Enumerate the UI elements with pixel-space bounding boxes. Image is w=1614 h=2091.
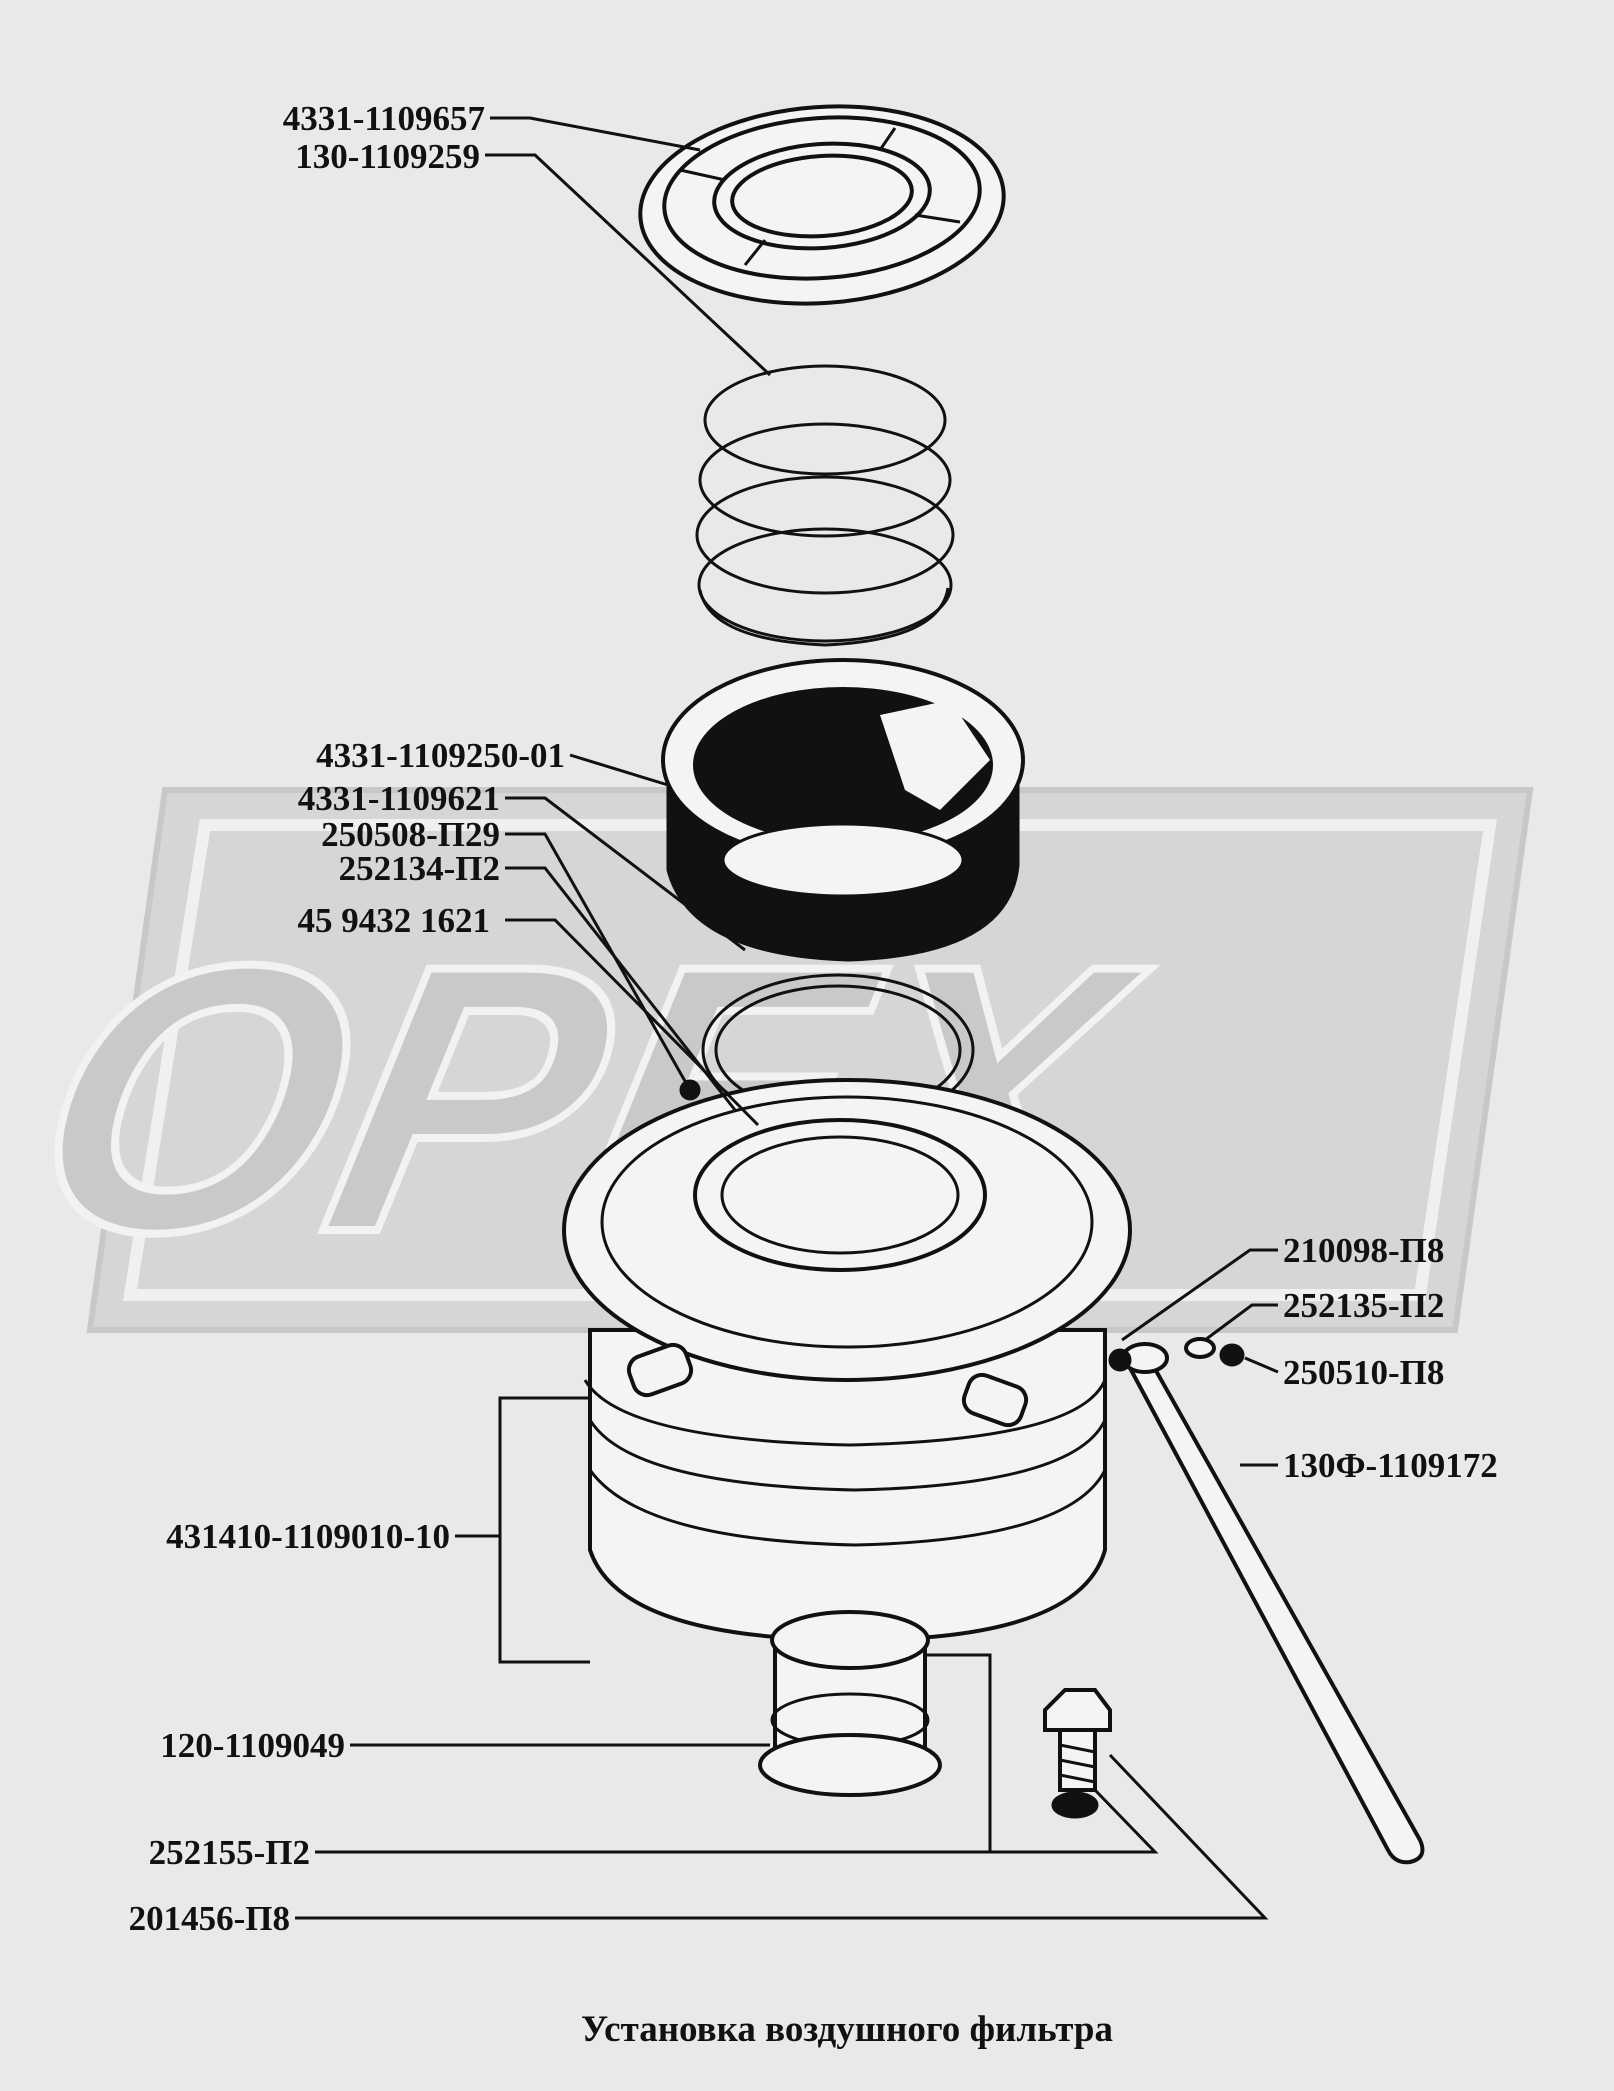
- leader-nut-b: [1244, 1356, 1279, 1374]
- label-bolt-b: 210098-П8: [1283, 1231, 1444, 1270]
- filter-element-drawing: [661, 658, 1025, 962]
- label-bolt-a: 250508-П29: [321, 815, 500, 854]
- leader-spring-ring: [485, 153, 772, 377]
- leader-top-cover: [490, 116, 701, 152]
- label-elbow: 120-1109049: [160, 1726, 345, 1765]
- leader-washer-c: [315, 1653, 1159, 1854]
- leader-washer-b: [1204, 1303, 1278, 1342]
- figure-caption: Установка воздушного фильтра: [581, 2009, 1113, 2050]
- elbow-drawing: [758, 1610, 942, 1797]
- label-strut: 130Ф-1109172: [1283, 1446, 1498, 1485]
- label-filter-element: 4331-1109250-01: [316, 736, 565, 775]
- label-nut-a: 45 9432 1621: [298, 901, 491, 940]
- bolt-washer-drawing: [1043, 1688, 1112, 1819]
- spring-drawing: [695, 364, 955, 647]
- label-nut-b: 250510-П8: [1283, 1353, 1444, 1392]
- part-labels: 4331-1109657 130-1109259 4331-1109250-01…: [129, 99, 1498, 1938]
- label-spring-ring: 130-1109259: [295, 137, 480, 176]
- leader-bolt-c: [295, 1753, 1269, 1920]
- label-clamp-ring: 4331-1109621: [298, 779, 500, 818]
- leader-bolt-a: [505, 832, 692, 1091]
- air-filter-drawing: [562, 1078, 1132, 1643]
- top-cover-drawing: [638, 104, 1006, 306]
- label-bolt-c: 201456-П8: [129, 1899, 290, 1938]
- leader-washer-a: [505, 866, 737, 1111]
- leader-clamp-ring: [505, 796, 746, 952]
- label-air-filter: 431410-1109010-10: [166, 1517, 450, 1556]
- label-washer-c: 252155-П2: [149, 1833, 310, 1872]
- leader-filter-element: [569, 753, 669, 787]
- leader-air-filter: [455, 1396, 590, 1664]
- label-top-cover: 4331-1109657: [283, 99, 485, 138]
- leader-bolt-b: [1121, 1248, 1278, 1342]
- strut-drawing: [1108, 1337, 1425, 1865]
- leader-nut-a: [505, 918, 760, 1127]
- label-washer-b: 252135-П2: [1283, 1286, 1444, 1325]
- leader-lines: [295, 116, 1279, 1920]
- label-washer-a: 252134-П2: [339, 849, 500, 888]
